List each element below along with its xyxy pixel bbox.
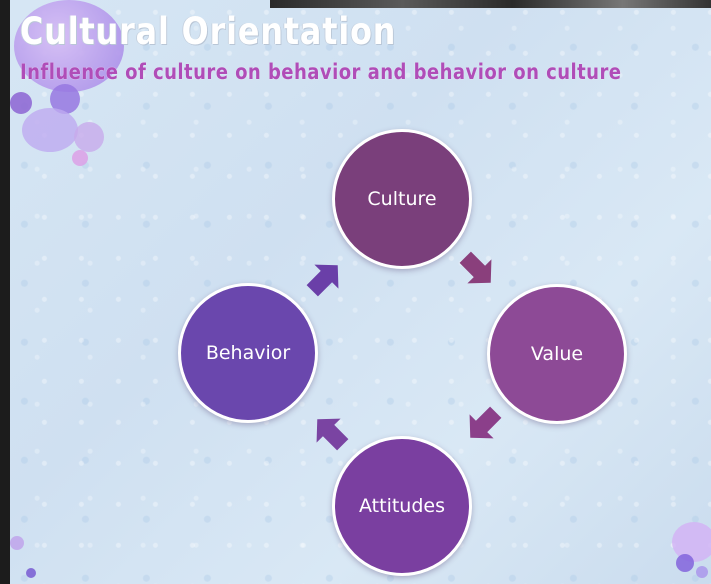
decor-bubble <box>26 568 36 578</box>
node-attitudes: Attitudes <box>332 436 472 576</box>
node-culture: Culture <box>332 129 472 269</box>
decor-bubble <box>696 566 708 578</box>
node-behavior-label: Behavior <box>205 342 291 364</box>
node-behavior: Behavior <box>178 283 318 423</box>
decor-bubble <box>74 122 104 152</box>
slide-subtitle: Influence of culture on behavior and beh… <box>20 60 622 84</box>
arrow-attitudes-to-behavior <box>302 404 359 461</box>
decor-bubble <box>14 0 124 92</box>
node-value: Value <box>487 284 627 424</box>
decor-bubble <box>676 554 694 572</box>
node-attitudes-label: Attitudes <box>359 495 445 517</box>
node-value-label: Value <box>530 343 584 365</box>
window-top-edge <box>270 0 711 8</box>
decor-bubble <box>22 108 78 152</box>
arrow-behavior-to-culture <box>297 250 354 307</box>
decor-bubble <box>10 92 32 114</box>
arrow-culture-to-value <box>450 242 507 299</box>
window-left-edge <box>0 0 10 584</box>
node-culture-label: Culture <box>367 188 437 210</box>
decor-bubble <box>10 536 24 550</box>
arrow-value-to-attitudes <box>455 397 512 454</box>
slide-title: Cultural Orientation <box>20 10 397 53</box>
decor-bubble <box>72 150 88 166</box>
